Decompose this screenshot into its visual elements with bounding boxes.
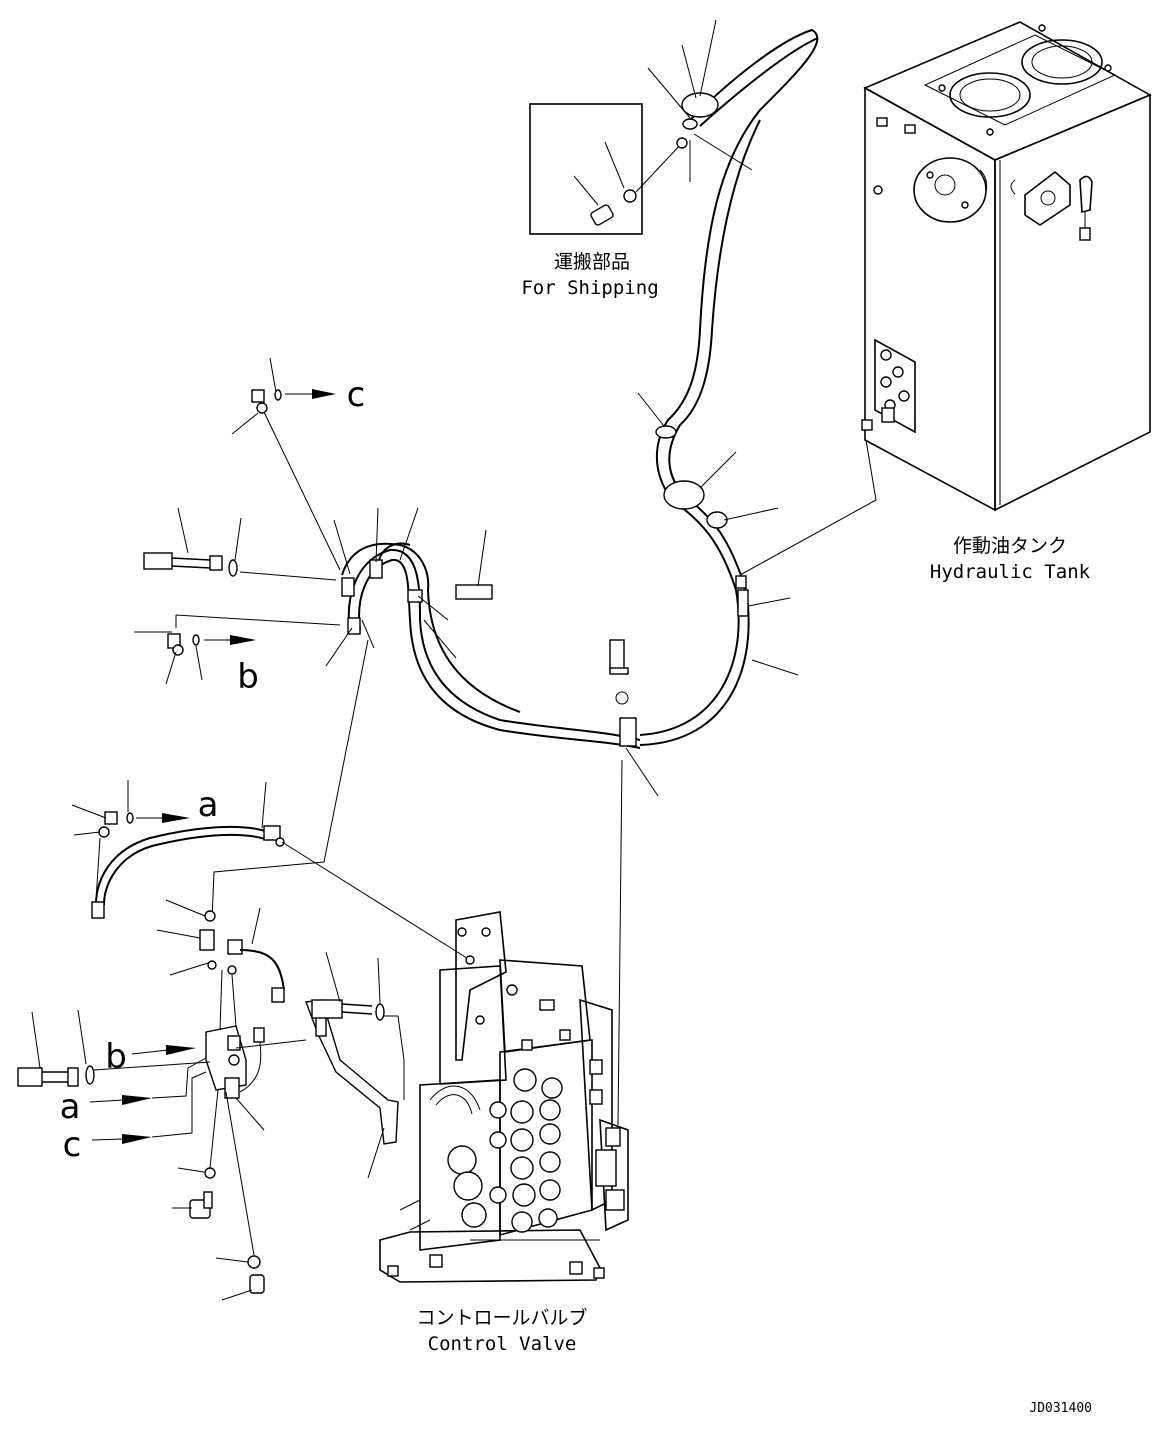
middle-hose-bundle xyxy=(341,542,641,749)
ref-c-top: c xyxy=(347,375,366,415)
control-valve-drawing xyxy=(379,911,629,1283)
drawing-id: JD031400 xyxy=(1029,1401,1092,1416)
ref-b-left: b xyxy=(237,657,259,697)
pilot-hose-a xyxy=(91,811,285,919)
hydraulic-tank-label-en: Hydraulic Tank xyxy=(930,561,1091,583)
hydraulic-tank-drawing xyxy=(861,21,1152,512)
return-hose xyxy=(639,28,819,746)
ref-a-mid: a xyxy=(198,785,219,825)
for-shipping-box xyxy=(529,103,684,235)
control-valve-label-jp: コントロールバルブ xyxy=(416,1306,587,1329)
ref-b-block: b xyxy=(105,1037,127,1077)
mounting-bracket xyxy=(235,951,405,1179)
hydraulic-tank-label-jp: 作動油タンク xyxy=(953,535,1067,557)
for-shipping-label-jp: 運搬部品 xyxy=(554,251,630,273)
ref-c-block: c xyxy=(63,1125,82,1165)
solenoid-block xyxy=(156,899,285,1301)
ref-a-block: a xyxy=(60,1087,81,1127)
control-valve-label-en: Control Valve xyxy=(428,1333,577,1355)
for-shipping-label-en: For Shipping xyxy=(521,277,658,299)
